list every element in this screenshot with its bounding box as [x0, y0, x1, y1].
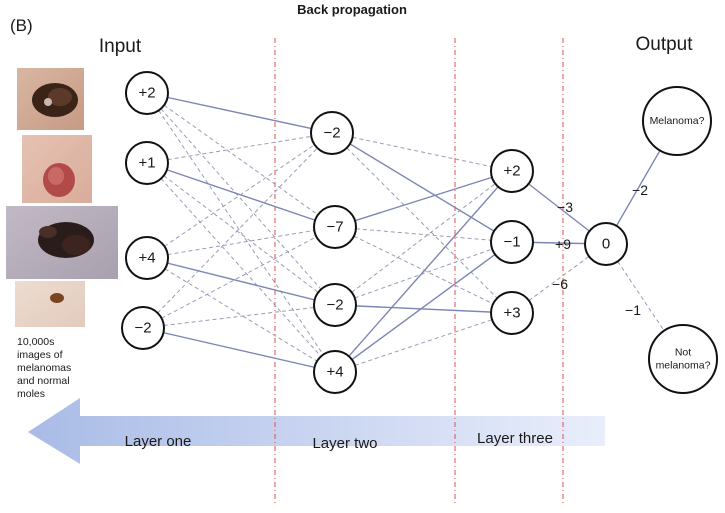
network-nodes: +2 +1 +4 −2 −2 −7 −2 +4 +2 −1 +3 0 Melanoma? Notmelan… [121, 71, 718, 394]
lesion-image-3 [6, 206, 118, 279]
network-edge [334, 170, 513, 373]
network-edge [146, 92, 336, 373]
node-circle [313, 283, 357, 327]
network-edge [146, 92, 336, 306]
node-value: +4 [326, 364, 343, 381]
layer-two-label: Layer two [312, 435, 377, 452]
node-circle [584, 222, 628, 266]
network-edge [331, 132, 513, 243]
panel-label: (B) [10, 16, 33, 35]
input-label: Input [99, 36, 142, 57]
lesion-image-4 [15, 281, 85, 327]
hidden2-node-3: +3 [490, 291, 534, 335]
caption-line: 10,000s [17, 336, 54, 348]
lesion-image-1 [17, 68, 84, 130]
network-edge [142, 304, 336, 329]
hidden2-node-1: +2 [490, 149, 534, 193]
network-edge [334, 170, 513, 306]
network-edge [142, 132, 333, 329]
network-edge [331, 132, 513, 314]
input-node-4: −2 [121, 306, 165, 350]
network-edge [511, 243, 607, 314]
backprop-arrow [28, 398, 605, 464]
network-edge [334, 226, 513, 314]
network-edge [334, 170, 513, 228]
network-edge [146, 132, 333, 259]
input-node-2: +1 [125, 141, 169, 185]
output-label: Output [635, 34, 693, 55]
input-node-1: +2 [125, 71, 169, 115]
node-circle [490, 291, 534, 335]
node-value: +2 [503, 163, 520, 180]
network-edge [142, 327, 336, 373]
network-edge [142, 226, 336, 329]
node-circle [125, 71, 169, 115]
node-circle [490, 149, 534, 193]
sum-node-1: 0 [584, 222, 628, 266]
weight-label: +9 [555, 236, 571, 252]
network-edge [146, 92, 336, 228]
weight-label: −2 [632, 182, 648, 198]
output-label-line: Melanoma? [650, 115, 705, 127]
node-value: −2 [326, 297, 343, 314]
hidden1-node-4: +4 [313, 350, 357, 394]
lesion-image-2 [22, 135, 92, 203]
node-value: 0 [602, 236, 610, 253]
output-label-line: Not [675, 347, 691, 359]
diagram-title: Back propagation [297, 2, 407, 17]
network-edge [331, 132, 513, 172]
caption-line: moles [17, 388, 45, 400]
node-value: +2 [138, 85, 155, 102]
node-circle [125, 236, 169, 280]
node-circle [490, 220, 534, 264]
hidden1-node-3: −2 [313, 283, 357, 327]
network-edge [334, 226, 513, 243]
weight-label: −1 [625, 302, 641, 318]
node-value: −7 [326, 219, 343, 236]
node-circle [313, 205, 357, 249]
node-value: +3 [503, 305, 520, 322]
network-edge [334, 241, 513, 306]
hidden1-node-1: −2 [310, 111, 354, 155]
caption-line: and normal [17, 375, 70, 387]
output-label-line: melanoma? [656, 360, 711, 372]
network-edge [146, 257, 336, 306]
node-circle [313, 350, 357, 394]
network-edge [334, 312, 513, 373]
network-edge [146, 132, 333, 164]
input-node-3: +4 [125, 236, 169, 280]
network-edge [146, 162, 336, 306]
caption-line: melanomas [17, 362, 71, 374]
network-edge [334, 241, 513, 373]
weight-label: −3 [557, 199, 573, 215]
node-value: +1 [138, 155, 155, 172]
hidden1-node-2: −7 [313, 205, 357, 249]
weight-labels: −3 +9 −6 −2 −1 [552, 182, 648, 318]
weight-label: −6 [552, 276, 568, 292]
network-edge [334, 304, 513, 314]
network-edge [146, 257, 336, 373]
node-value: −2 [323, 125, 340, 142]
node-value: −1 [503, 234, 520, 251]
layer-one-label: Layer one [125, 433, 192, 450]
layer-three-label: Layer three [477, 430, 553, 447]
node-circle [125, 141, 169, 185]
output-node-melanoma: Melanoma? [642, 86, 712, 156]
node-value: −2 [134, 320, 151, 337]
lesion-images [6, 68, 118, 327]
network-edge [146, 92, 333, 134]
node-circle [121, 306, 165, 350]
node-circle [310, 111, 354, 155]
hidden2-node-2: −1 [490, 220, 534, 264]
node-circle [648, 324, 718, 394]
node-circle [642, 86, 712, 156]
network-edge [146, 226, 336, 259]
network-edge [146, 162, 336, 373]
caption-line: images of [17, 349, 63, 361]
node-value: +4 [138, 250, 155, 267]
